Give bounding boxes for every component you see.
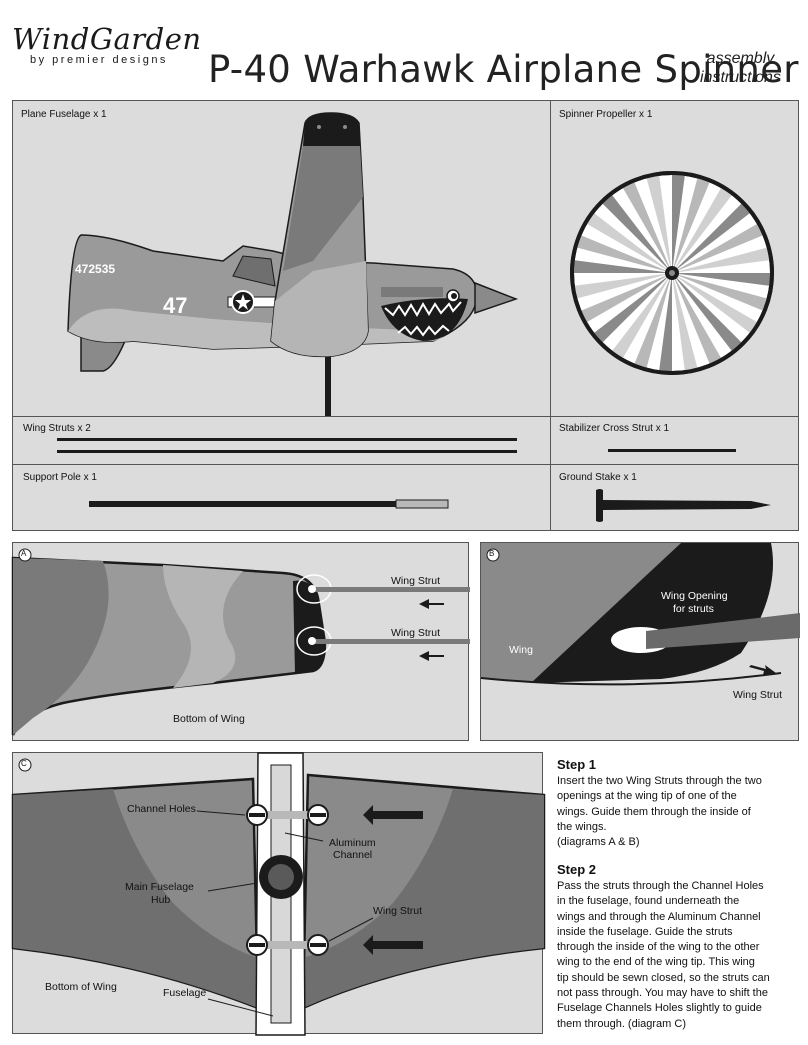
diagram-c-illustration xyxy=(11,752,546,1036)
cross-strut-illustration xyxy=(608,449,736,452)
diagram-a-strut-label-1: Wing Strut xyxy=(391,575,441,587)
subtitle-line-2: instructions xyxy=(700,69,781,86)
propeller-blade xyxy=(587,213,672,273)
panel-support-pole: Support Pole x 1 xyxy=(12,464,551,531)
label-support-pole: Support Pole x 1 xyxy=(23,472,97,483)
plane-serial-number: 472535 xyxy=(75,262,115,276)
ground-stake-illustration xyxy=(596,489,771,522)
diagram-c-strut-label: Wing Strut xyxy=(373,905,423,917)
propeller-blade xyxy=(672,273,767,311)
propeller-blade xyxy=(672,273,771,286)
step-2-line: tip should be sewn closed, so the struts… xyxy=(557,971,770,984)
panel-fuselage: Plane Fuselage x 1 472535 47 xyxy=(12,100,551,417)
step-2-line: Pass the struts through the Channel Hole… xyxy=(557,880,764,892)
propeller-blade xyxy=(672,273,757,333)
step-2-line: inside the fuselage. Guide the struts xyxy=(557,925,733,938)
propeller-blade xyxy=(573,260,672,273)
diagram-c-hub-line-2: Hub xyxy=(151,894,171,906)
spinner-propeller-illustration xyxy=(570,171,774,375)
diagram-c-bottom-label: Bottom of Wing xyxy=(45,981,117,993)
diagram-a-marker: A xyxy=(21,549,27,558)
page-title: P-40 Warhawk Airplane Spinner xyxy=(208,48,799,91)
panel-propeller: Spinner Propeller x 1 xyxy=(550,100,799,417)
propeller-blade xyxy=(672,203,750,273)
propeller-blade xyxy=(646,175,672,273)
diagram-c-marker: C xyxy=(21,759,27,768)
diagram-a-strut-label-2: Wing Strut xyxy=(391,627,441,639)
page-subtitle: assembly instructions xyxy=(700,49,781,87)
label-cross-strut: Stabilizer Cross Strut x 1 xyxy=(559,423,670,434)
panel-cross-strut: Stabilizer Cross Strut x 1 xyxy=(550,416,799,465)
brand-logo: WindGarden by premier designs xyxy=(12,22,207,70)
diagram-b-opening-line-2: for struts xyxy=(673,603,714,615)
support-pole-illustration xyxy=(89,499,449,509)
step-2-text: Pass the struts through the Channel Hole… xyxy=(557,879,770,1032)
label-ground-stake: Ground Stake x 1 xyxy=(559,472,637,483)
step-2-line: wing to the end of the wing tip. This wi… xyxy=(557,956,755,969)
diagram-c-fuselage-label: Fuselage xyxy=(163,987,207,999)
propeller-blade xyxy=(581,273,672,322)
propeller-blade xyxy=(612,273,672,358)
step-1-line: Insert the two Wing Struts through the t… xyxy=(557,775,762,787)
diagram-a: A Wing Strut Wing Strut Bottom of Wing xyxy=(11,542,470,741)
step-1-title: Step 1 xyxy=(557,757,597,772)
step-1-line: wings. Guide them through the inside of xyxy=(557,805,751,818)
diagram-b: B Wing Opening for struts Wing Wing Stru… xyxy=(480,542,800,741)
step-1-line: the wings. xyxy=(557,820,607,833)
subtitle-line-1: assembly xyxy=(706,50,775,67)
propeller-blade xyxy=(672,247,770,273)
propeller-blade xyxy=(577,235,672,273)
diagram-b-strut-label: Wing Strut xyxy=(733,689,783,701)
step-2-line: Fuselage Channels Holes slightly to guid… xyxy=(557,1002,762,1015)
propeller-blade xyxy=(672,174,685,273)
diagram-c: C Channel Holes Aluminum Channel Main Fu… xyxy=(11,752,546,1036)
propeller-blade xyxy=(672,273,698,371)
diagram-b-illustration xyxy=(480,543,800,686)
propeller-blade xyxy=(602,195,672,273)
propeller-blade xyxy=(659,273,672,372)
wing-struts-illustration xyxy=(57,438,517,453)
propeller-blade xyxy=(672,273,742,351)
diagram-a-bottom-label: Bottom of Wing xyxy=(173,713,245,725)
diagram-b-wing-label: Wing xyxy=(509,644,533,656)
propeller-blade xyxy=(672,273,721,364)
step-1-text: Insert the two Wing Struts through the t… xyxy=(557,774,762,850)
diagram-c-aluminum-line-1: Aluminum xyxy=(329,837,376,849)
propeller-blade xyxy=(672,178,710,273)
step-2-title: Step 2 xyxy=(557,862,597,877)
diagram-b-opening-line-1: Wing Opening xyxy=(661,590,728,602)
step-2-line: them through. (diagram C) xyxy=(557,1017,686,1030)
propeller-blade xyxy=(672,224,763,273)
step-2-line: wings and through the Aluminum Channel xyxy=(557,910,761,923)
plane-number: 47 xyxy=(163,293,187,318)
diagram-b-marker: B xyxy=(489,549,495,558)
brand-tagline: by premier designs xyxy=(30,54,168,66)
label-propeller: Spinner Propeller x 1 xyxy=(559,109,653,120)
propeller-blade xyxy=(634,273,672,368)
plane-fuselage-illustration: 472535 47 xyxy=(67,112,519,416)
propeller-blade xyxy=(574,273,672,299)
panel-ground-stake: Ground Stake x 1 xyxy=(550,464,799,531)
step-2-line: in the fuselage, found underneath the xyxy=(557,895,740,908)
diagram-c-aluminum-line-2: Channel xyxy=(333,849,373,861)
diagram-c-channel-holes: Channel Holes xyxy=(127,803,196,815)
label-fuselage: Plane Fuselage x 1 xyxy=(21,109,107,120)
step-1-line: openings at the wing tip of one of the xyxy=(557,790,737,803)
panel-wing-struts: Wing Struts x 2 xyxy=(12,416,551,465)
step-2-line: not pass through. You may have to shift … xyxy=(557,987,768,1000)
propeller-blade xyxy=(594,273,672,343)
step-1-line: (diagrams A & B) xyxy=(557,836,640,849)
brand-name: WindGarden xyxy=(12,22,202,56)
label-wing-struts: Wing Struts x 2 xyxy=(23,423,91,434)
diagram-a-illustration xyxy=(11,548,470,736)
propeller-blade xyxy=(672,188,732,273)
propeller-blade xyxy=(623,182,672,273)
step-2-line: through the inside of the wing to the ot… xyxy=(557,941,760,954)
diagram-c-hub-line-1: Main Fuselage xyxy=(125,881,194,893)
